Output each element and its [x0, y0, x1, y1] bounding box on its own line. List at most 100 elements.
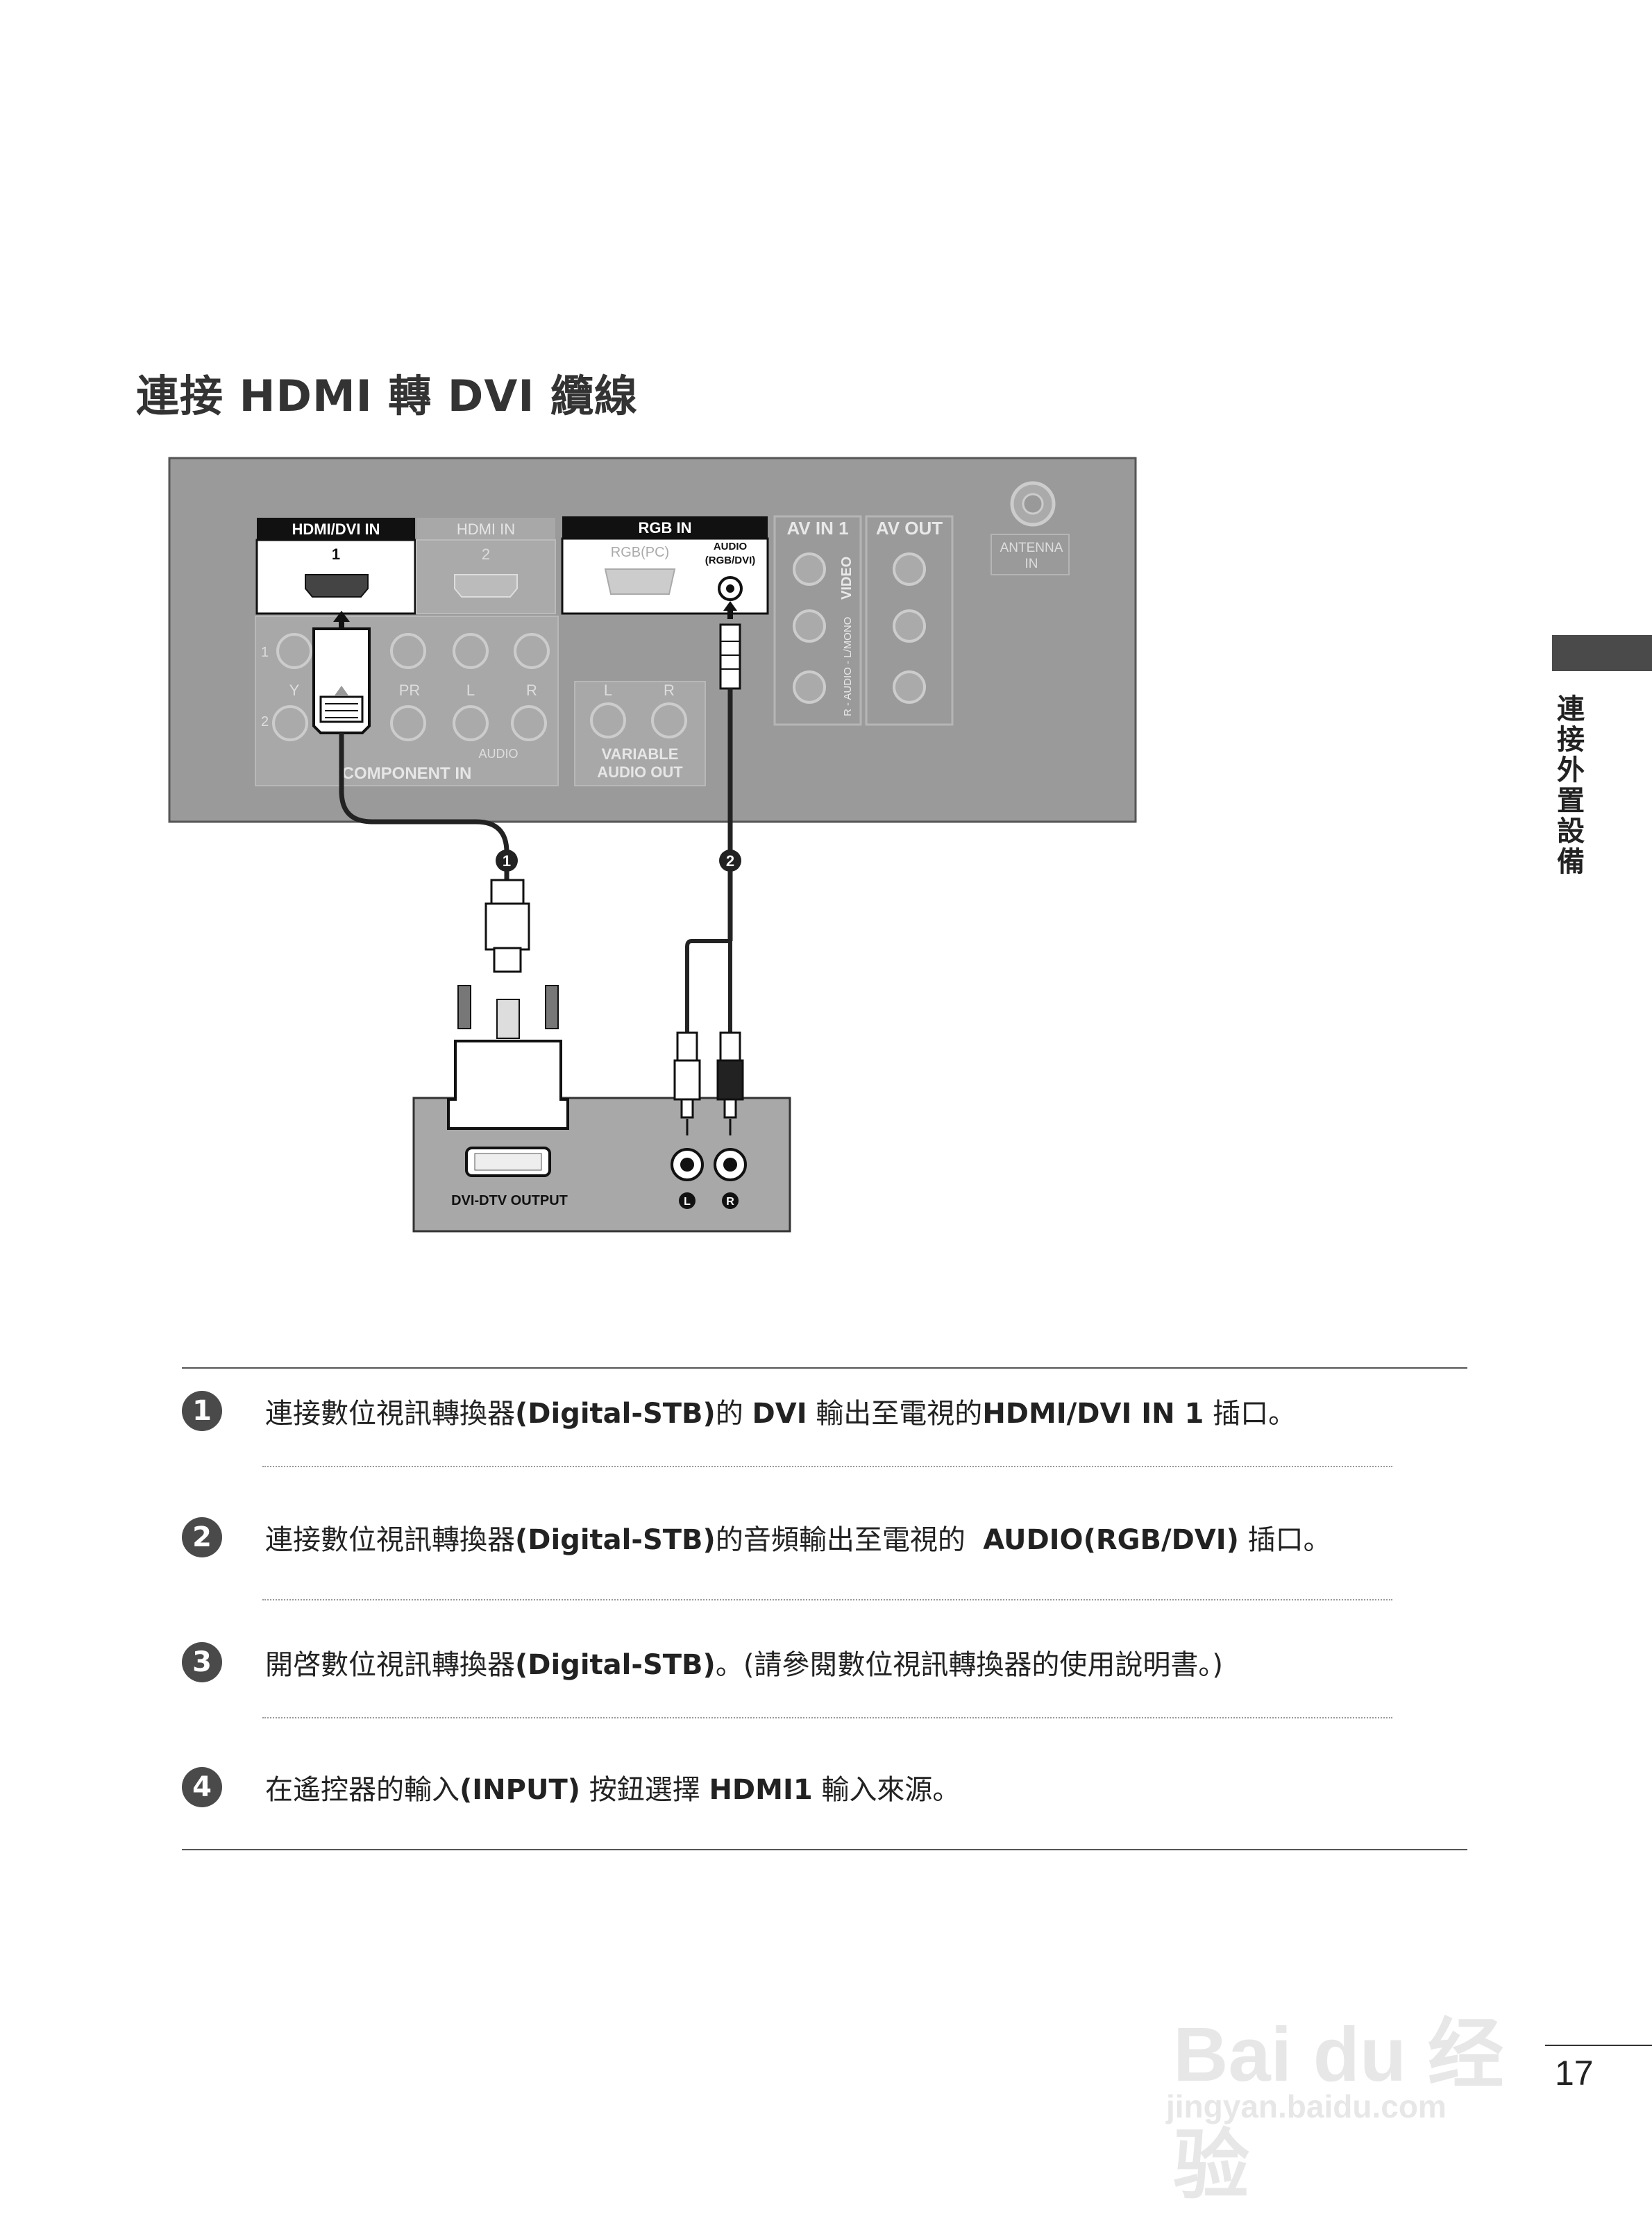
av-in-video-jack [793, 552, 826, 586]
av-in-1-label: AV IN 1 [786, 518, 848, 539]
rgb-in-label: RGB IN [639, 519, 692, 536]
step-text-bold: DVI [752, 1398, 807, 1430]
step-text: 連接數位視訊轉換器(Digital-STB)的 DVI 輸出至電視的HDMI/D… [265, 1391, 1296, 1431]
step-text-part: 輸出至電視的 [807, 1398, 983, 1430]
step-1: 1 連接數位視訊轉換器(Digital-STB)的 DVI 輸出至電視的HDMI… [182, 1387, 1431, 1435]
step-text-part: 在遙控器的輸入 [265, 1774, 460, 1806]
component-jack [390, 705, 426, 741]
baidu-watermark: Bai du 经验 jingyan.baidu.com [1166, 1964, 1541, 2208]
step-number: 3 [182, 1642, 222, 1682]
variable-l-label: L [604, 682, 612, 699]
steps-bottom-rule [182, 1849, 1467, 1850]
step-number: 2 [182, 1517, 222, 1557]
component-pr-label: PR [399, 682, 421, 699]
step-text-bold: (Digital-STB) [515, 1649, 716, 1681]
hdmi-plug [312, 627, 371, 734]
footer-line [1545, 2045, 1652, 2046]
av-in-audio-l-jack [793, 609, 826, 643]
step-divider [262, 1599, 1392, 1600]
stb-audio-l-label: L [684, 1196, 691, 1208]
av-out-video-jack [893, 552, 926, 586]
variable-r-label: R [664, 682, 675, 699]
variable-label-2: AUDIO OUT [597, 763, 683, 781]
step-3: 3 開啓數位視訊轉換器(Digital-STB)。(請參閱數位視訊轉換器的使用說… [182, 1638, 1431, 1687]
variable-l-jack [590, 702, 626, 738]
hdmi-2-port [454, 574, 518, 598]
hdmi-in-2-label: HDMI IN [457, 521, 515, 538]
hdmi-1-num: 1 [332, 546, 340, 563]
dvi-plug [447, 1040, 569, 1130]
variable-r-jack [651, 702, 687, 738]
step-text-part: 輸入來源。 [812, 1774, 961, 1806]
step-4: 4 在遙控器的輸入(INPUT) 按鈕選擇 HDMI1 輸入來源。 [182, 1763, 1431, 1811]
rgb-pc-label: RGB(PC) [611, 545, 669, 560]
step-text-part: 插口。 [1238, 1524, 1331, 1556]
step-text: 在遙控器的輸入(INPUT) 按鈕選擇 HDMI1 輸入來源。 [265, 1767, 960, 1807]
component-jack [514, 633, 550, 669]
rgb-audio-label: AUDIO [714, 541, 748, 552]
av-video-label: VIDEO [839, 557, 854, 600]
audio-arrow-up [723, 601, 737, 619]
cable-marker-2 [719, 850, 741, 872]
steps-top-rule [182, 1367, 1467, 1369]
component-in-label: COMPONENT IN [342, 764, 472, 783]
component-row-2: 2 [261, 714, 269, 729]
component-jack [453, 705, 489, 741]
component-r-label: R [526, 682, 537, 699]
step-text-bold: (Digital-STB) [515, 1398, 716, 1430]
connection-diagram: HDMI/DVI IN 1 HDMI IN 2 RGB IN RGB(PC) A… [168, 457, 1137, 1233]
page-title: 連接 HDMI 轉 DVI 纜線 [136, 371, 638, 421]
step-text-bold: HDMI/DVI IN 1 [982, 1398, 1204, 1430]
step-text-part: 連接數位視訊轉換器 [265, 1524, 515, 1556]
av-out-label: AV OUT [876, 518, 943, 539]
av-in-audio-r-jack [793, 670, 826, 704]
rgb-pc-port [604, 568, 676, 595]
stb-audio-r-label: R [726, 1196, 734, 1208]
component-jack [272, 705, 308, 741]
audio-plug [719, 623, 741, 690]
step-text-part: 開啓數位視訊轉換器 [265, 1649, 515, 1681]
step-text-bold: (Digital-STB) [515, 1524, 716, 1556]
component-l-label: L [466, 682, 475, 699]
step-text-bold: AUDIO(RGB/DVI) [983, 1524, 1239, 1556]
rgb-audio-sub-label: (RGB/DVI) [705, 555, 756, 566]
step-divider [262, 1717, 1392, 1718]
av-out-audio-r-jack [893, 670, 926, 704]
av-out-audio-l-jack [893, 609, 926, 643]
component-y-label: Y [289, 682, 300, 699]
page-number: 17 [1555, 2054, 1594, 2093]
component-jack [390, 633, 426, 669]
svg-text:2: 2 [726, 852, 734, 870]
hdmi-2-num: 2 [482, 546, 490, 563]
av-audio-mono-label: R - AUDIO - L/MONO [842, 617, 854, 716]
svg-text:1: 1 [503, 852, 511, 870]
dvi-dtv-output-label: DVI-DTV OUTPUT [451, 1193, 568, 1208]
component-row-1: 1 [261, 645, 269, 660]
step-text-part: 的 [715, 1398, 752, 1430]
step-text-bold: HDMI1 [709, 1774, 813, 1806]
antenna-sub-label: IN [1025, 557, 1038, 571]
step-text-part: 按鈕選擇 [580, 1774, 709, 1806]
step-text-part: 連接數位視訊轉換器 [265, 1398, 515, 1430]
watermark-url: jingyan.baidu.com [1166, 2088, 1447, 2124]
rca-plug-white [676, 1031, 698, 1062]
rca-plug-red [719, 1031, 741, 1062]
step-text: 連接數位視訊轉換器(Digital-STB)的音頻輸出至電視的 AUDIO(RG… [265, 1517, 1331, 1557]
step-divider [262, 1466, 1392, 1467]
step-number: 1 [182, 1391, 222, 1431]
component-jack [511, 705, 547, 741]
component-jack [453, 633, 489, 669]
step-2: 2 連接數位視訊轉換器(Digital-STB)的音頻輸出至電視的 AUDIO(… [182, 1513, 1431, 1562]
step-number: 4 [182, 1767, 222, 1807]
hdmi-1-port [305, 574, 369, 598]
side-tab-label: 連接外置設備 [1552, 694, 1584, 877]
step-text-part: 。(請參閱數位視訊轉換器的使用說明書。) [715, 1649, 1224, 1681]
antenna-label: ANTENNA [1000, 541, 1063, 555]
component-audio-label: AUDIO [478, 747, 518, 761]
step-text-part: 插口。 [1204, 1398, 1297, 1430]
step-text-part: 的音頻輸出至電視的 [715, 1524, 984, 1556]
variable-label-1: VARIABLE [602, 745, 679, 763]
audio-cable-split [685, 939, 730, 1036]
watermark-brand: Bai du 经验 [1173, 2012, 1504, 2208]
step-text: 開啓數位視訊轉換器(Digital-STB)。(請參閱數位視訊轉換器的使用說明書… [265, 1642, 1223, 1682]
